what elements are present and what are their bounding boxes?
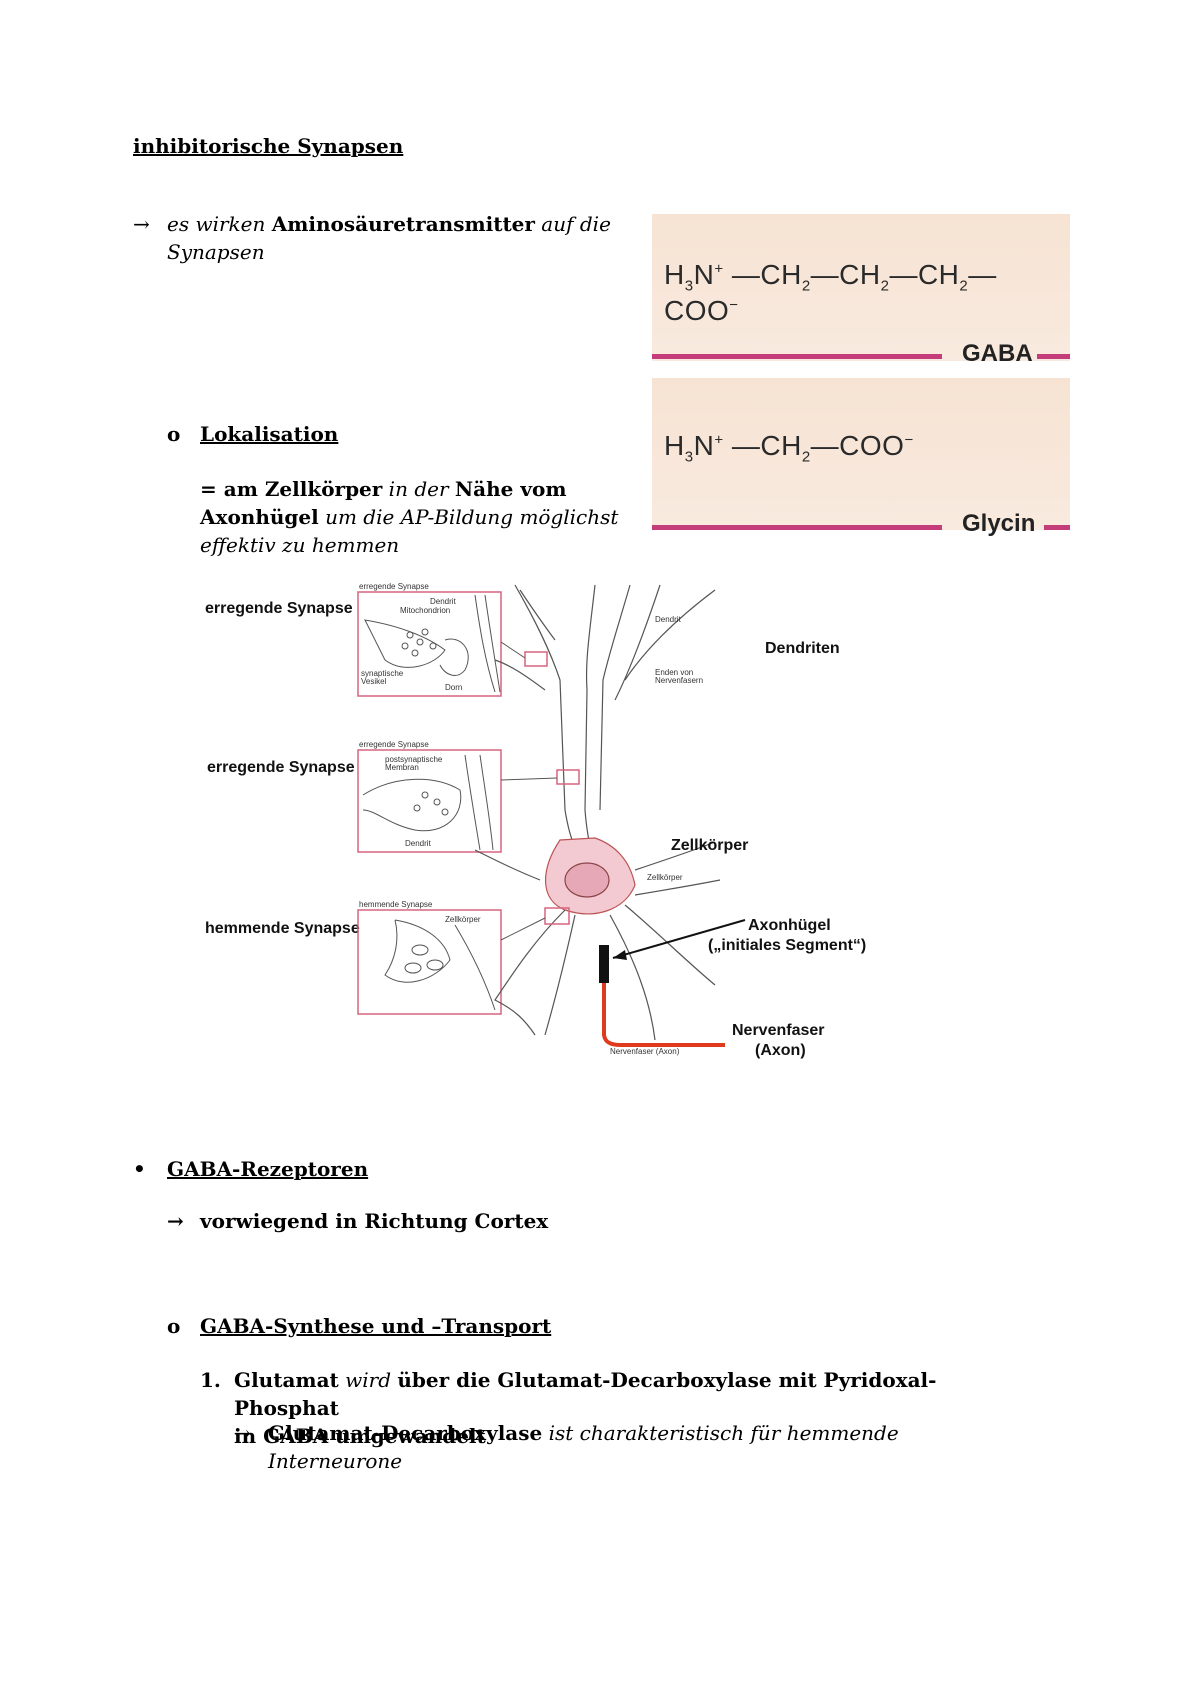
glycin-bar-end — [1044, 525, 1070, 530]
label-axon: (Axon) — [755, 1042, 806, 1059]
svg-text:erregende Synapse: erregende Synapse — [359, 582, 429, 591]
label-erregende-1: erregende Synapse — [205, 600, 353, 617]
page-title: inhibitorische Synapsen — [133, 134, 404, 158]
intro-text: es wirken Aminosäuretransmitter auf die … — [167, 210, 627, 266]
label-dendriten: Dendriten — [765, 640, 840, 657]
intro-line2: Synapsen — [167, 240, 265, 264]
svg-text:Dendrit: Dendrit — [405, 839, 432, 848]
glycin-formula-box: H3N+ —CH2—COO− Glycin — [652, 378, 1070, 537]
svg-text:Vesikel: Vesikel — [361, 677, 387, 686]
lokalisation-bullet: o — [167, 422, 181, 446]
label-hemmende: hemmende Synapse — [205, 920, 360, 937]
inset-excitatory-1: erregende Synapse Dendrit Mitochondrion … — [357, 582, 502, 697]
svg-text:Zellkörper: Zellkörper — [445, 915, 481, 924]
gaba-label: GABA — [962, 340, 1033, 367]
label-axonhuegel: Axonhügel — [748, 917, 831, 934]
svg-text:hemmende Synapse: hemmende Synapse — [359, 900, 433, 909]
synthese-note: Glutamat-Decarboxylase ist charakteristi… — [268, 1421, 899, 1473]
synthese-bullet: o — [167, 1314, 181, 1338]
axon-hillock-marker — [599, 945, 609, 983]
svg-text:Dendrit: Dendrit — [655, 615, 682, 624]
synthese-arrow: → — [234, 1421, 251, 1445]
gaba-formula: H3N+ —CH2—CH2—CH2—COO− — [664, 259, 997, 326]
svg-text:synaptische: synaptische — [361, 669, 404, 678]
svg-text:Dorn: Dorn — [445, 683, 462, 692]
label-initiales-segment: („initiales Segment“) — [708, 937, 866, 954]
glycin-bar — [652, 525, 942, 530]
gaba-bar-end — [1037, 354, 1070, 359]
label-erregende-2: erregende Synapse — [207, 759, 355, 776]
label-zellkoerper: Zellkörper — [671, 837, 748, 854]
svg-text:Nervenfaser (Axon): Nervenfaser (Axon) — [610, 1047, 680, 1056]
axon-path — [602, 983, 725, 1047]
intro-part3: auf die — [534, 212, 611, 236]
svg-text:Dendrit: Dendrit — [430, 597, 457, 606]
gaba-rezeptoren-bullet: • — [133, 1157, 146, 1181]
neuron-diagram-svg: erregende Synapse erregende Synapse hemm… — [205, 582, 866, 1059]
svg-text:postsynaptische: postsynaptische — [385, 755, 443, 764]
svg-text:erregende Synapse: erregende Synapse — [359, 740, 429, 749]
synthese-step-1: Glutamat wird über die Glutamat-Decarbox… — [234, 1368, 937, 1448]
glycin-formula: H3N+ —CH2—COO− — [664, 430, 914, 466]
svg-text:Enden von: Enden von — [655, 668, 693, 677]
gaba-rezeptoren-heading: GABA-Rezeptoren — [167, 1157, 369, 1181]
intro-part2: Aminosäuretransmitter — [271, 212, 535, 236]
svg-text:Nervenfasern: Nervenfasern — [655, 676, 703, 685]
glycin-label: Glycin — [962, 510, 1036, 537]
label-nervenfaser: Nervenfaser — [732, 1022, 825, 1039]
intro-arrow: → — [133, 212, 150, 236]
svg-text:Mitochondrion: Mitochondrion — [400, 606, 450, 615]
lokalisation-heading: Lokalisation — [200, 422, 339, 446]
inset-inhibitory: hemmende Synapse Zellkörper — [357, 900, 502, 1015]
svg-text:Membran: Membran — [385, 763, 419, 772]
gaba-formula-box: H3N+ —CH2—CH2—CH2—COO− GABA — [652, 214, 1070, 367]
synthese-number: 1. — [200, 1368, 221, 1392]
gaba-bar — [652, 354, 942, 359]
lokalisation-text: = am Zellkörper in der Nähe vom Axonhüge… — [200, 477, 619, 557]
intro-part1: es wirken — [167, 212, 272, 236]
gaba-rezeptoren-arrow: → — [167, 1209, 184, 1233]
svg-text:Zellkörper: Zellkörper — [647, 873, 683, 882]
synthese-heading: GABA-Synthese und –Transport — [200, 1314, 552, 1338]
neuron-diagram: erregende Synapse erregende Synapse hemm… — [195, 580, 895, 1070]
neuron-outline — [474, 584, 721, 1041]
inset-excitatory-2: erregende Synapse postsynaptische Membra… — [357, 740, 502, 853]
gaba-rezeptoren-text: vorwiegend in Richtung Cortex — [200, 1209, 549, 1233]
